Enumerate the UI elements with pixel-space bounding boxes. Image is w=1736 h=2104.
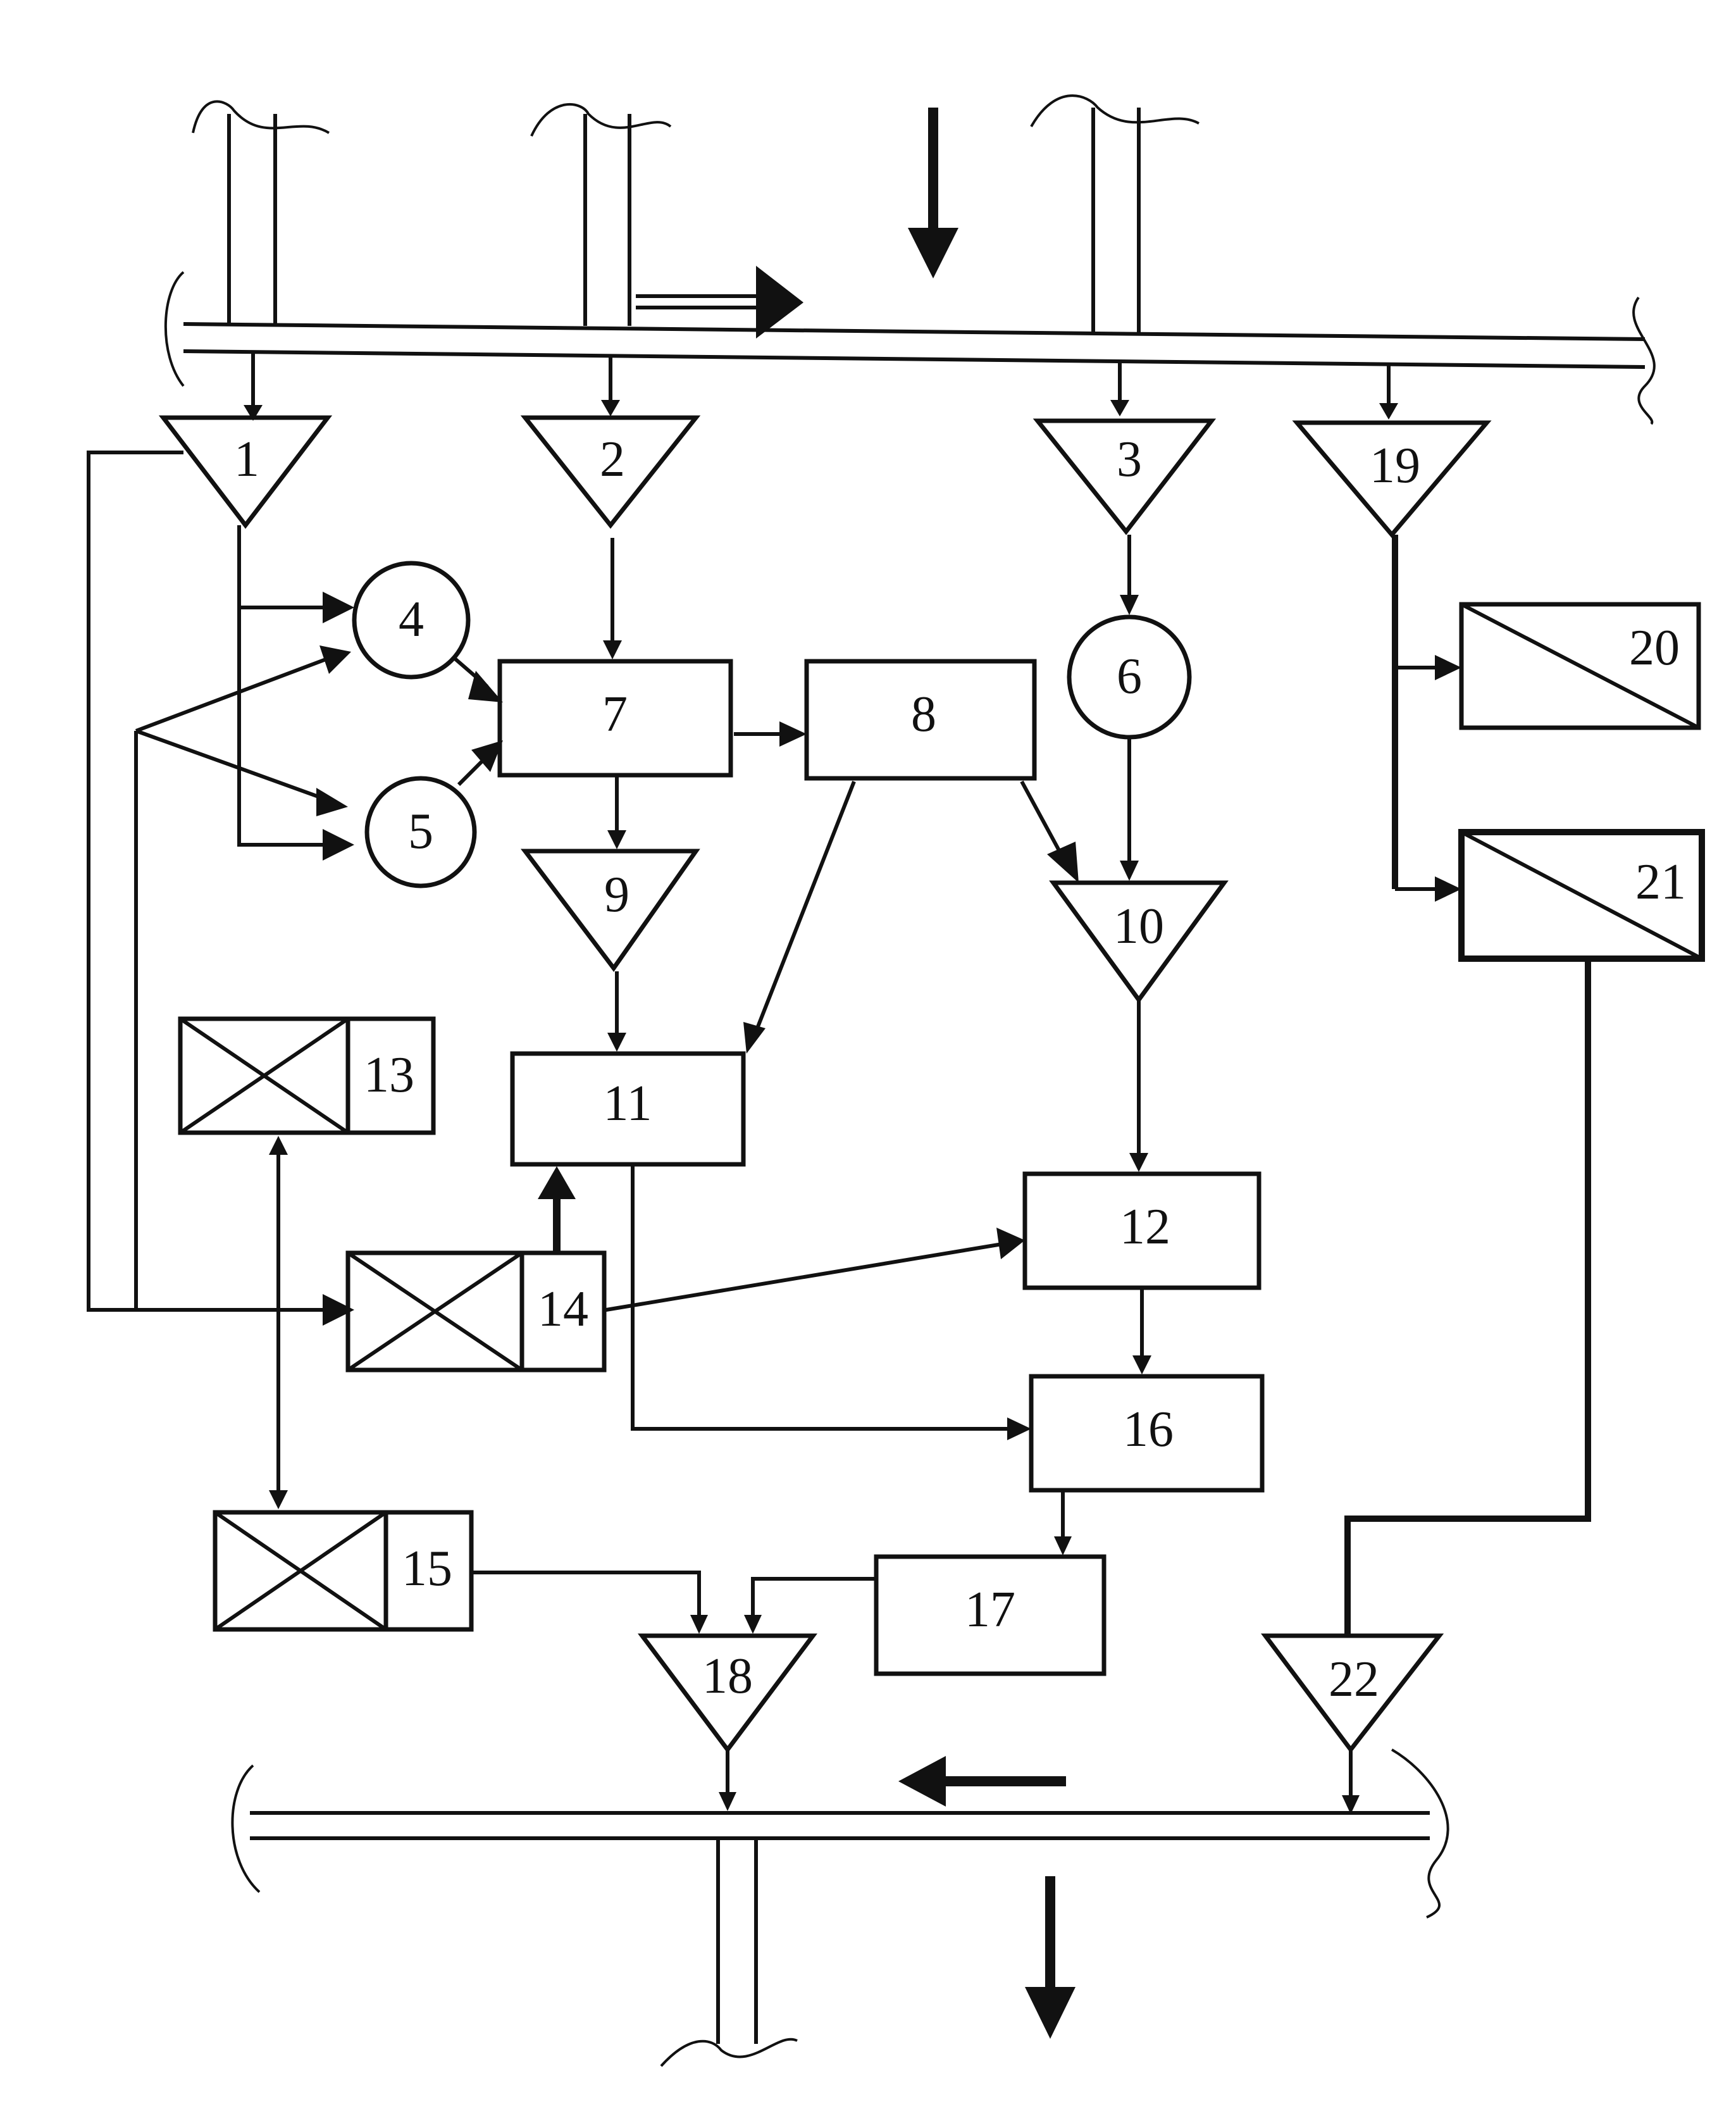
node-6: 6 bbox=[1067, 614, 1192, 740]
node-11-label: 11 bbox=[603, 1076, 652, 1131]
node-22: 22 bbox=[1261, 1633, 1444, 1753]
input-bus bbox=[164, 271, 1656, 425]
node-2-label: 2 bbox=[600, 432, 625, 487]
node-17-label: 17 bbox=[965, 1582, 1015, 1638]
flow-arrow-down-top bbox=[908, 108, 958, 278]
node-16: 16 bbox=[1029, 1374, 1265, 1493]
node-21: 21 bbox=[1458, 829, 1705, 962]
node-20-label: 20 bbox=[1629, 620, 1680, 676]
node-9-label: 9 bbox=[604, 867, 629, 923]
node-12-label: 12 bbox=[1120, 1199, 1170, 1255]
node-22-label: 22 bbox=[1329, 1652, 1379, 1707]
node-20: 20 bbox=[1459, 602, 1701, 730]
node-21-label: 21 bbox=[1635, 854, 1686, 910]
node-17: 17 bbox=[874, 1554, 1107, 1676]
node-13: 13 bbox=[178, 1016, 436, 1135]
output-bus bbox=[231, 1748, 1449, 1919]
node-18: 18 bbox=[638, 1633, 817, 1753]
node-2: 2 bbox=[520, 415, 701, 529]
node-15: 15 bbox=[213, 1510, 474, 1632]
node-1: 1 bbox=[158, 415, 333, 529]
node-4-label: 4 bbox=[399, 592, 424, 647]
node-13-label: 13 bbox=[364, 1047, 414, 1103]
flow-arrow-down-bottom bbox=[1025, 1876, 1076, 2039]
node-7: 7 bbox=[497, 659, 733, 778]
node-1-label: 1 bbox=[234, 432, 259, 487]
node-18-label: 18 bbox=[702, 1648, 753, 1704]
node-16-label: 16 bbox=[1123, 1402, 1174, 1457]
bus-feeders bbox=[192, 94, 1200, 332]
node-12: 12 bbox=[1022, 1171, 1262, 1290]
node-8-label: 8 bbox=[911, 687, 936, 742]
node-15-label: 15 bbox=[402, 1541, 452, 1597]
node-19: 19 bbox=[1292, 420, 1492, 538]
node-5-label: 5 bbox=[408, 804, 433, 859]
node-9: 9 bbox=[520, 849, 700, 972]
connections bbox=[87, 451, 1591, 1814]
node-14: 14 bbox=[345, 1250, 607, 1373]
node-8: 8 bbox=[804, 659, 1037, 781]
output-feeder bbox=[660, 1838, 798, 2067]
node-11: 11 bbox=[510, 1051, 746, 1167]
node-3: 3 bbox=[1032, 418, 1217, 535]
node-5: 5 bbox=[364, 776, 477, 888]
bus-taps bbox=[244, 352, 1398, 421]
node-3-label: 3 bbox=[1117, 432, 1142, 487]
node-19-label: 19 bbox=[1370, 438, 1420, 494]
flow-arrow-right bbox=[636, 266, 803, 339]
node-4: 4 bbox=[352, 561, 471, 680]
node-7-label: 7 bbox=[602, 687, 628, 742]
node-6-label: 6 bbox=[1117, 649, 1142, 704]
node-10-label: 10 bbox=[1113, 899, 1164, 954]
node-14-label: 14 bbox=[538, 1281, 588, 1337]
flow-arrow-left bbox=[898, 1756, 1066, 1807]
node-10: 10 bbox=[1049, 880, 1229, 1004]
